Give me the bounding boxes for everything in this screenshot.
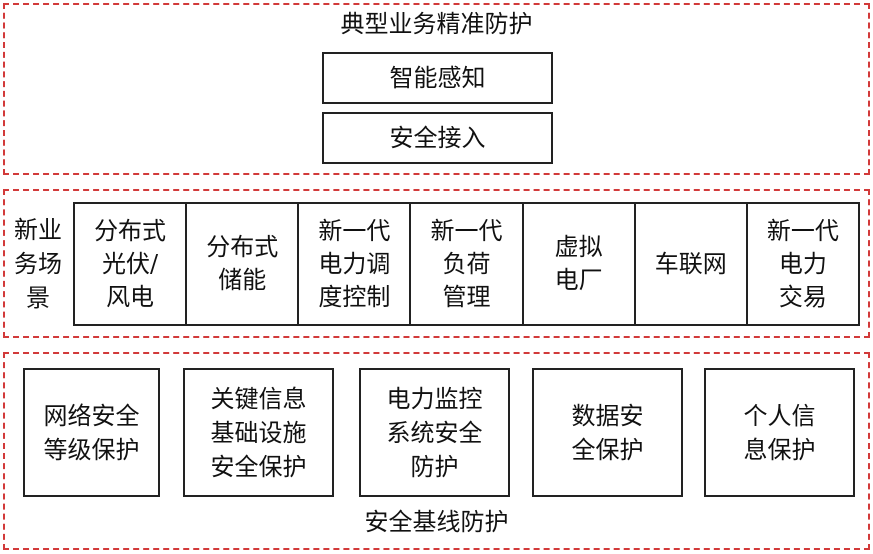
scenario-row: 分布式 光伏/ 风电 分布式 储能 新一代 电力调 度控制 新一代 负荷 管理 … — [73, 202, 860, 326]
baseline-protection-section — [3, 352, 870, 550]
data-security-protection-box: 数据安 全保护 — [532, 368, 683, 497]
smart-sensing-box: 智能感知 — [322, 52, 553, 104]
scenario-dispatch-control: 新一代 电力调 度控制 — [297, 204, 409, 324]
new-business-scenarios-section — [3, 189, 870, 338]
critical-infrastructure-protection-box: 关键信息 基础设施 安全保护 — [183, 368, 334, 497]
secure-access-box: 安全接入 — [322, 112, 553, 164]
scenario-distributed-pv-wind: 分布式 光伏/ 风电 — [94, 216, 167, 311]
power-monitoring-security-box: 电力监控 系统安全 防护 — [359, 368, 510, 497]
new-business-scenarios-label: 新业 务场 景 — [14, 216, 62, 312]
scenario-power-trading: 新一代 电力 交易 — [745, 204, 858, 324]
precise-protection-section — [3, 3, 870, 175]
scenario-distributed-storage: 分布式 储能 — [185, 204, 297, 324]
scenario-load-management: 新一代 负荷 管理 — [409, 204, 521, 324]
scenario-vehicle-network: 车联网 — [633, 204, 746, 324]
personal-info-protection-box: 个人信 息保护 — [704, 368, 855, 497]
scenario-virtual-power-plant: 虚拟 电厂 — [521, 204, 634, 324]
baseline-protection-title: 安全基线防护 — [364, 508, 509, 536]
precise-protection-title: 典型业务精准防护 — [340, 10, 533, 38]
network-security-level-protection-box: 网络安全 等级保护 — [23, 368, 160, 497]
